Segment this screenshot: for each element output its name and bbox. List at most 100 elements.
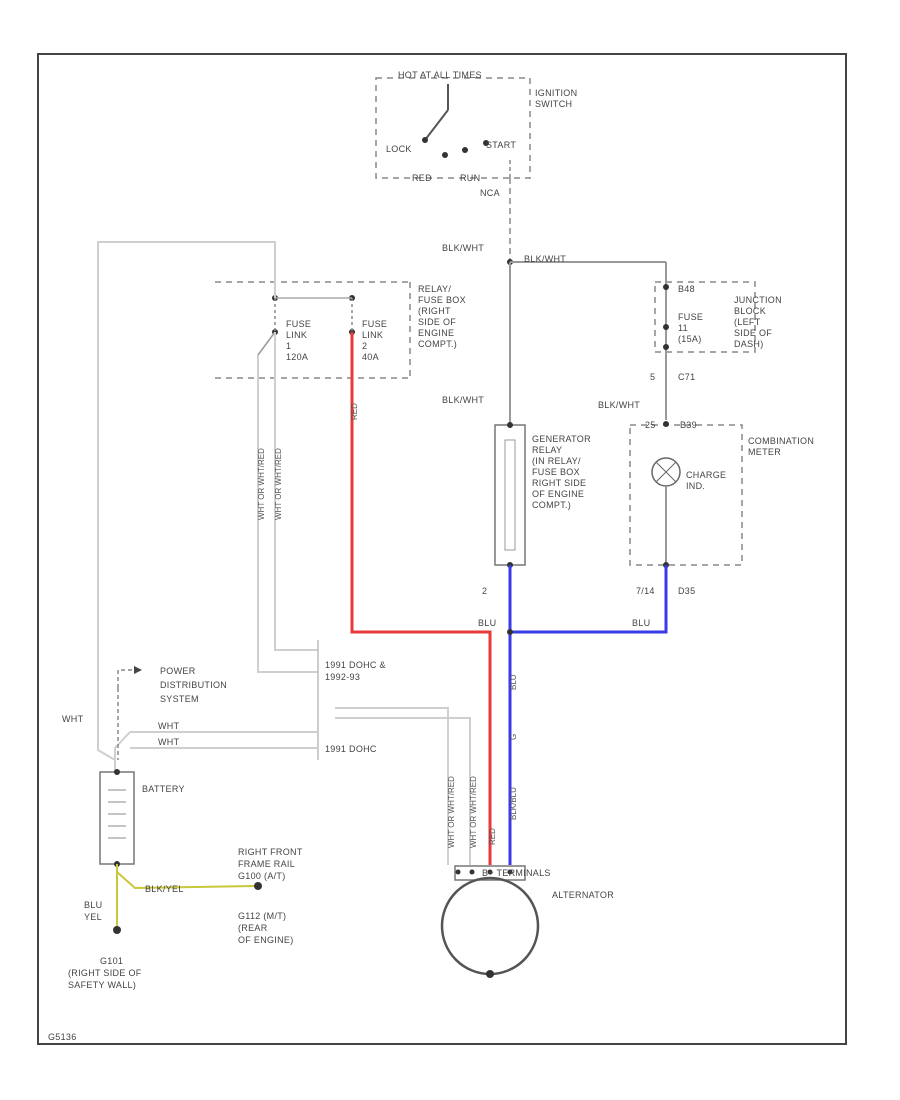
svg-text:RELAY/: RELAY/: [418, 284, 451, 294]
blue-wires: BLU BLU BLU G BLK/BLU: [478, 565, 668, 865]
svg-text:RED: RED: [412, 173, 432, 183]
power-distribution-system: POWER DISTRIBUTION SYSTEM: [117, 666, 227, 760]
svg-text:COMPT.): COMPT.): [532, 500, 571, 510]
svg-text:SWITCH: SWITCH: [535, 99, 572, 109]
svg-text:2: 2: [362, 341, 367, 351]
svg-text:1: 1: [286, 341, 291, 351]
svg-text:WHT: WHT: [158, 737, 180, 747]
svg-text:FRAME RAIL: FRAME RAIL: [238, 859, 295, 869]
svg-text:START: START: [486, 140, 516, 150]
svg-text:G100 (A/T): G100 (A/T): [238, 871, 286, 881]
svg-text:FUSE: FUSE: [286, 319, 311, 329]
svg-text:BATTERY: BATTERY: [142, 784, 185, 794]
svg-text:(IN RELAY/: (IN RELAY/: [532, 456, 581, 466]
svg-text:RED: RED: [488, 828, 497, 845]
svg-text:BLU: BLU: [632, 618, 650, 628]
svg-text:1991 DOHC &: 1991 DOHC &: [325, 660, 386, 670]
ground-wires: BLK/YEL BLU YEL G101 (RIGHT SIDE OF SAFE…: [68, 847, 303, 990]
svg-text:OF ENGINE): OF ENGINE): [238, 935, 294, 945]
svg-text:BLU: BLU: [84, 900, 102, 910]
svg-text:COMBINATION: COMBINATION: [748, 436, 814, 446]
svg-text:ENGINE: ENGINE: [418, 328, 454, 338]
svg-text:FUSE: FUSE: [678, 312, 703, 322]
svg-text:7/14: 7/14: [636, 586, 655, 596]
svg-text:BLU: BLU: [509, 674, 518, 690]
svg-text:WHT OR WHT/RED: WHT OR WHT/RED: [469, 776, 478, 848]
arrow-right-icon: [134, 666, 142, 674]
red-wire: RED RED: [350, 332, 497, 865]
svg-text:C71: C71: [678, 372, 695, 382]
svg-text:OF ENGINE: OF ENGINE: [532, 489, 584, 499]
svg-text:WHT: WHT: [62, 714, 84, 724]
svg-text:GENERATOR: GENERATOR: [532, 434, 591, 444]
svg-text:2: 2: [482, 586, 487, 596]
svg-text:1991 DOHC: 1991 DOHC: [325, 744, 377, 754]
diagram-border: [37, 53, 847, 1045]
svg-text:(RIGHT: (RIGHT: [418, 306, 451, 316]
svg-text:G: G: [509, 734, 518, 740]
svg-text:G112 (M/T): G112 (M/T): [238, 911, 286, 921]
svg-text:RUN: RUN: [460, 173, 480, 183]
svg-text:WHT OR WHT/RED: WHT OR WHT/RED: [447, 776, 456, 848]
svg-text:CHARGE: CHARGE: [686, 470, 726, 480]
svg-text:WHT OR WHT/RED: WHT OR WHT/RED: [274, 448, 283, 520]
svg-text:IGNITION: IGNITION: [535, 88, 577, 98]
svg-text:LOCK: LOCK: [386, 144, 412, 154]
svg-text:SYSTEM: SYSTEM: [160, 694, 199, 704]
svg-text:RED: RED: [350, 403, 359, 420]
ground-g101-icon: [113, 926, 121, 934]
svg-text:BLK/WHT: BLK/WHT: [442, 243, 484, 253]
svg-text:RIGHT SIDE: RIGHT SIDE: [532, 478, 586, 488]
svg-text:FUSE: FUSE: [362, 319, 387, 329]
svg-text:D35: D35: [678, 586, 695, 596]
svg-text:BLK/YEL: BLK/YEL: [145, 884, 184, 894]
svg-text:FUSE BOX: FUSE BOX: [418, 295, 466, 305]
svg-text:B39: B39: [680, 420, 697, 430]
svg-text:WHT OR WHT/RED: WHT OR WHT/RED: [257, 448, 266, 520]
svg-text:BLK/WHT: BLK/WHT: [524, 254, 566, 264]
svg-text:SIDE OF: SIDE OF: [734, 328, 772, 338]
svg-text:SIDE OF: SIDE OF: [418, 317, 456, 327]
svg-text:BLOCK: BLOCK: [734, 306, 766, 316]
svg-text:DISTRIBUTION: DISTRIBUTION: [160, 680, 227, 690]
svg-text:FUSE BOX: FUSE BOX: [532, 467, 580, 477]
svg-text:HOT AT ALL TIMES: HOT AT ALL TIMES: [398, 70, 482, 80]
svg-text:G101: G101: [100, 956, 123, 966]
svg-text:SAFETY WALL): SAFETY WALL): [68, 980, 136, 990]
junction-block: B48 FUSE 11 (15A) JUNCTION BLOCK (LEFT S…: [598, 262, 782, 420]
svg-text:5: 5: [650, 372, 655, 382]
svg-text:BLK/WHT: BLK/WHT: [442, 395, 484, 405]
svg-text:NCA: NCA: [480, 188, 500, 198]
svg-text:BLU: BLU: [478, 618, 496, 628]
svg-text:11: 11: [678, 323, 688, 333]
svg-text:DASH): DASH): [734, 339, 764, 349]
svg-text:B48: B48: [678, 284, 695, 294]
alternator: B+ TERMINALS ALTERNATOR: [440, 865, 614, 978]
blk-wht-ignition-feed: BLK/WHT BLK/WHT BLK/WHT: [442, 178, 666, 425]
svg-text:WHT: WHT: [158, 721, 180, 731]
svg-text:METER: METER: [748, 447, 781, 457]
generator-relay: GENERATOR RELAY (IN RELAY/ FUSE BOX RIGH…: [482, 422, 591, 596]
svg-text:120A: 120A: [286, 352, 308, 362]
svg-text:JUNCTION: JUNCTION: [734, 295, 782, 305]
figure-id: G5136: [48, 1032, 77, 1042]
svg-text:(REAR: (REAR: [238, 923, 268, 933]
white-wires: WHT OR WHT/RED WHT OR WHT/RED WHT OR WHT…: [62, 241, 478, 865]
ground-frame-icon: [254, 882, 262, 890]
svg-text:COMPT.): COMPT.): [418, 339, 457, 349]
svg-text:25: 25: [645, 420, 656, 430]
svg-text:LINK: LINK: [286, 330, 307, 340]
battery: BATTERY: [99, 769, 185, 867]
relay-fuse-box: FUSE LINK 1 120A FUSE LINK 2 40A RELAY/ …: [215, 281, 466, 379]
svg-text:1992-93: 1992-93: [325, 672, 360, 682]
svg-text:ALTERNATOR: ALTERNATOR: [552, 890, 614, 900]
svg-text:(LEFT: (LEFT: [734, 317, 761, 327]
ignition-switch: HOT AT ALL TIMES IGNITION SWITCH LOCK ST…: [375, 70, 577, 198]
svg-text:40A: 40A: [362, 352, 379, 362]
svg-text:(15A): (15A): [678, 334, 702, 344]
svg-text:YEL: YEL: [84, 912, 102, 922]
svg-text:RIGHT FRONT: RIGHT FRONT: [238, 847, 303, 857]
svg-text:RELAY: RELAY: [532, 445, 562, 455]
svg-text:(RIGHT SIDE OF: (RIGHT SIDE OF: [68, 968, 142, 978]
